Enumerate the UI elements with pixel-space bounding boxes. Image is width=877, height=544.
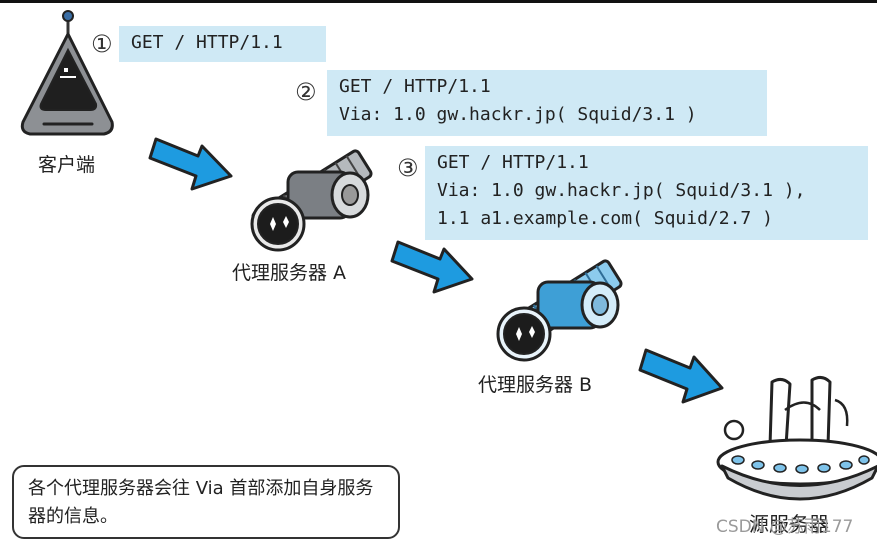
arrow-2-icon — [390, 240, 474, 294]
proxy-a-icon — [250, 149, 373, 252]
arrow-3-icon — [638, 348, 724, 404]
step-2-line-2: Via: 1.0 gw.hackr.jp( Squid/3.1 ) — [339, 104, 697, 125]
client-label: 客户端 — [38, 154, 96, 176]
proxy-b-label: 代理服务器 B — [478, 374, 593, 396]
origin-label: 源服务器 — [749, 512, 829, 536]
client-device-icon — [20, 10, 114, 136]
step-2-number: ② — [295, 78, 317, 106]
origin-server-icon — [716, 375, 877, 501]
arrow-1-icon — [148, 137, 233, 191]
step-1-line-1: GET / HTTP/1.1 — [131, 32, 283, 53]
step-3-line-3: 1.1 a1.example.com( Squid/2.7 ) — [437, 208, 773, 229]
note-text: 各个代理服务器会往 Via 首部添加自身服务器的信息。 — [28, 478, 374, 527]
step-1-number: ① — [91, 30, 113, 58]
step-3-line-2: Via: 1.0 gw.hackr.jp( Squid/3.1 ), — [437, 180, 806, 201]
top-border — [0, 0, 877, 3]
step-3-number: ③ — [397, 154, 419, 182]
step-1-message: GET / HTTP/1.1 — [119, 26, 326, 62]
note-box: 各个代理服务器会往 Via 首部添加自身服务器的信息。 — [12, 465, 400, 539]
proxy-a-label: 代理服务器 A — [232, 262, 347, 284]
proxy-b-icon — [496, 259, 623, 362]
step-2-line-1: GET / HTTP/1.1 — [339, 76, 491, 97]
step-3-line-1: GET / HTTP/1.1 — [437, 152, 589, 173]
watermark: CSDN @苏雨177 — [716, 517, 854, 537]
